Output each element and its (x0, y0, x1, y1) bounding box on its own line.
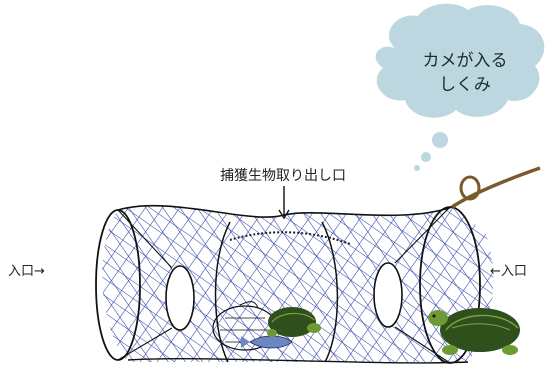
net-trap (95, 204, 494, 364)
cloud-title-line2: しくみ (439, 75, 491, 95)
retrieval-port-label: 捕獲生物取り出し口 (220, 168, 346, 184)
turtle-icon (428, 308, 520, 355)
thought-cloud-icon: カメが入る しくみ (375, 3, 545, 171)
left-funnel (165, 265, 195, 331)
cloud-title-line1: カメが入る (423, 51, 508, 71)
turtle-icon (267, 307, 321, 337)
rope-icon (451, 166, 541, 209)
arrow-down-icon (278, 186, 290, 220)
left-entrance-label: 入口→ (8, 264, 45, 279)
right-entrance-label: ←入口 (490, 264, 527, 279)
right-funnel (373, 262, 403, 328)
